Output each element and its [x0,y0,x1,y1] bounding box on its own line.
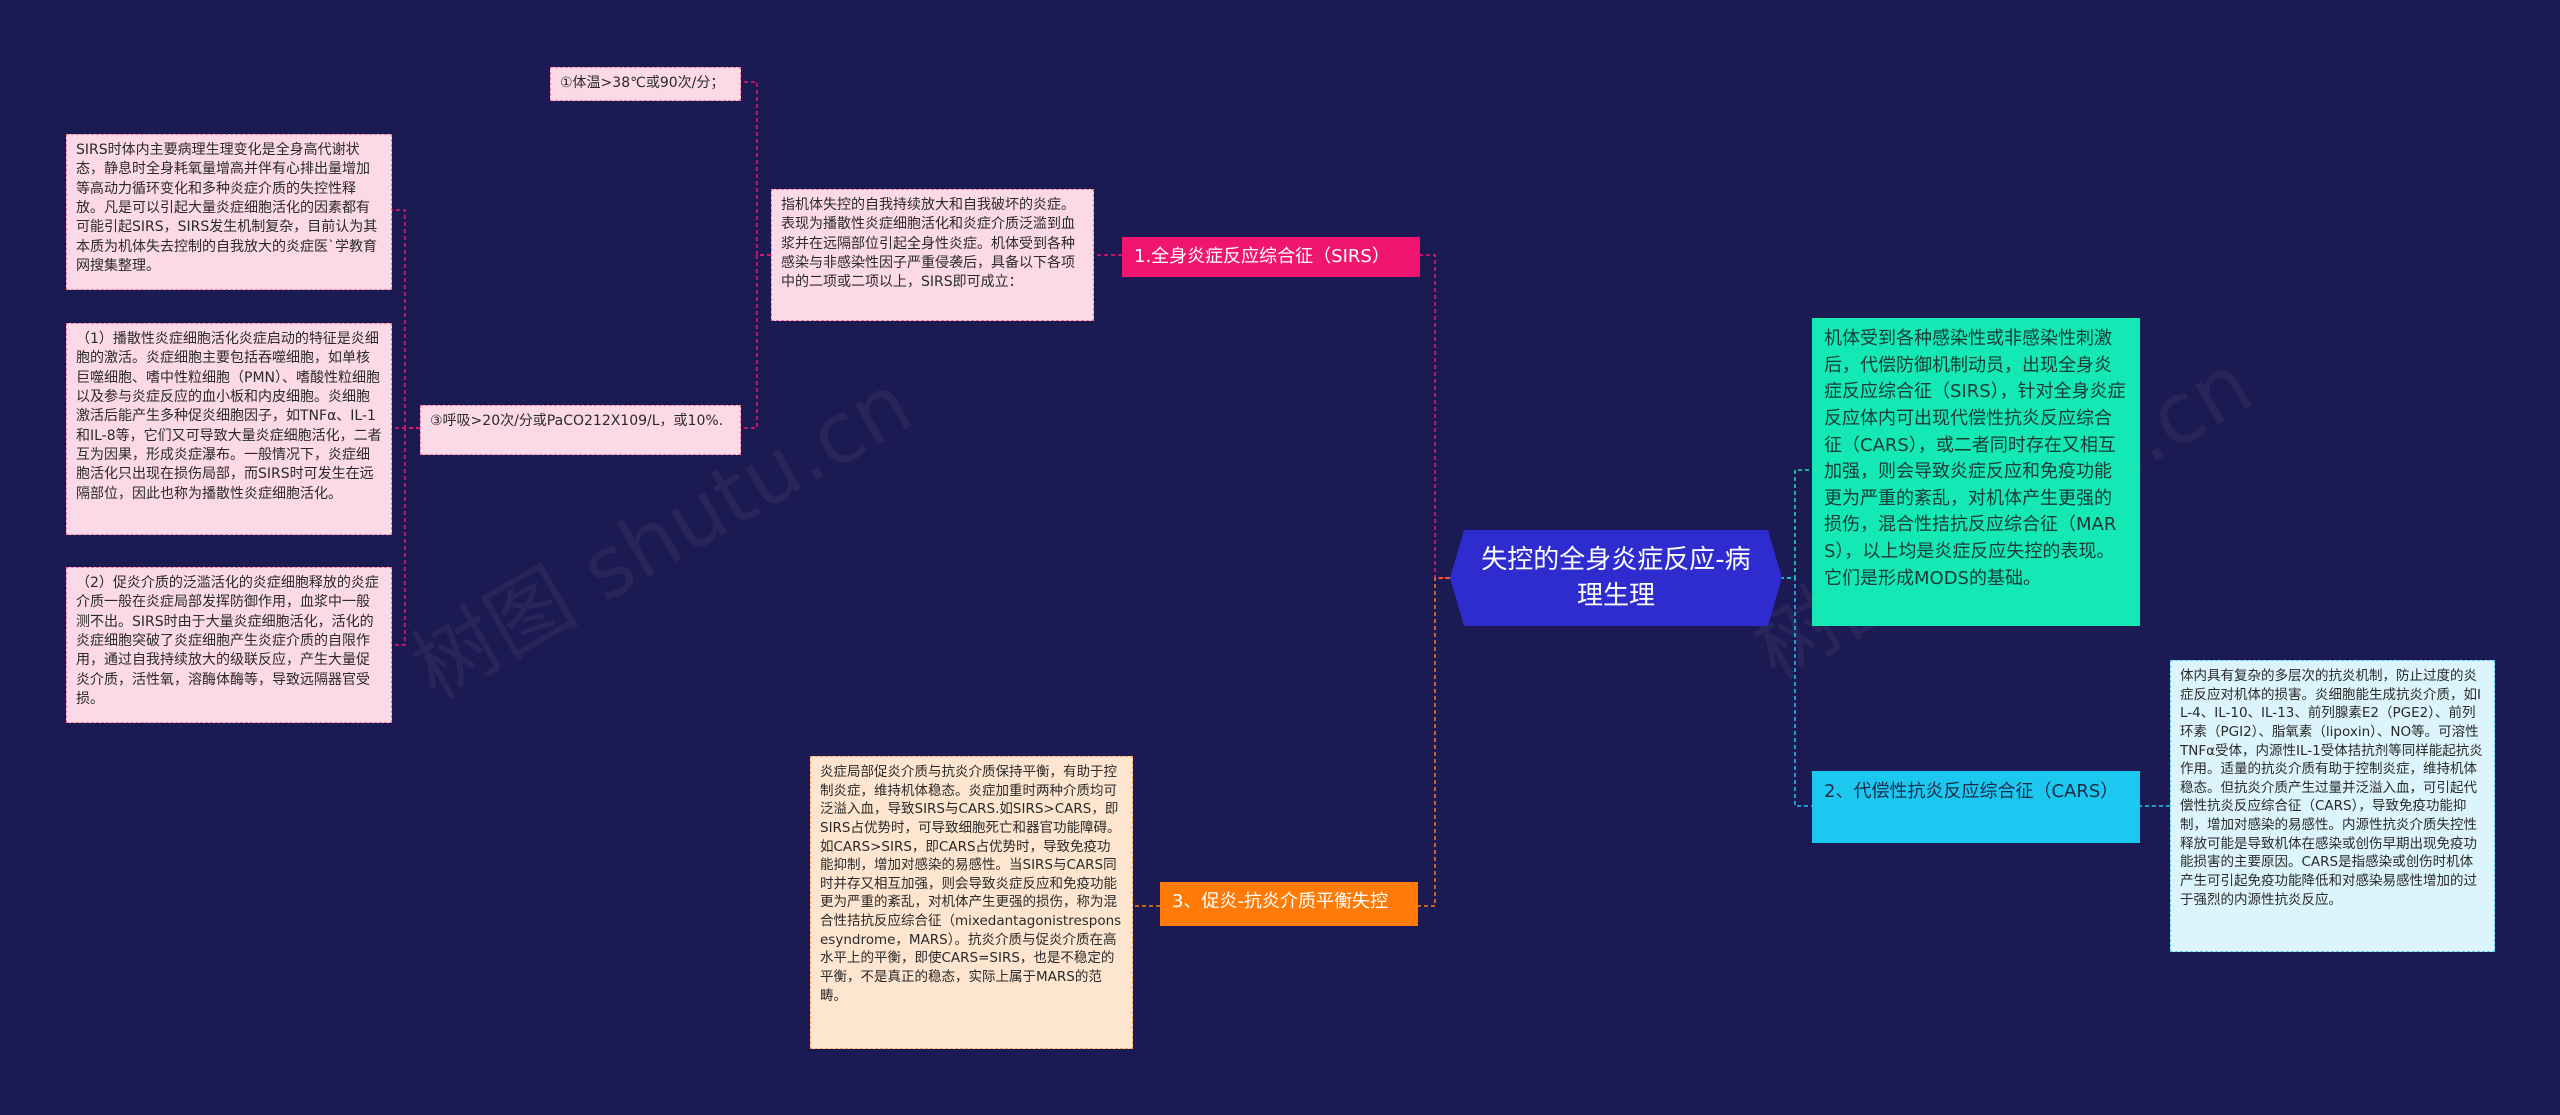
central-topic-label: 失控的全身炎症反应-病理生理 [1481,544,1751,611]
balance-detail-node[interactable]: 炎症局部促炎介质与抗炎介质保持平衡，有助于控制炎症，维持机体稳态。炎症加重时两种… [810,756,1133,1049]
branch-sirs-label: 1.全身炎症反应综合征（SIRS） [1134,246,1390,267]
branch-cars-label: 2、代偿性抗炎反应综合征（CARS） [1824,781,2119,802]
cars-detail-text: 体内具有复杂的多层次的抗炎机制，防止过度的炎症反应对机体的损害。炎细胞能生成抗炎… [2180,668,2483,908]
branch-sirs[interactable]: 1.全身炎症反应综合征（SIRS） [1122,237,1420,277]
cell-activation-node[interactable]: （1）播散性炎症细胞活化炎症启动的特征是炎细胞的激活。炎症细胞主要包括吞噬细胞，… [66,323,392,535]
sirs-definition-text: 指机体失控的自我持续放大和自我破坏的炎症。表现为播散性炎症细胞活化和炎症介质泛滥… [781,197,1075,291]
criterion-respiration-node[interactable]: ③呼吸>20次/分或PaCO212X109/L，或10%. [420,405,741,455]
cell-activation-text: （1）播散性炎症细胞活化炎症启动的特征是炎细胞的激活。炎症细胞主要包括吞噬细胞，… [76,331,382,502]
cars-detail-node[interactable]: 体内具有复杂的多层次的抗炎机制，防止过度的炎症反应对机体的损害。炎细胞能生成抗炎… [2170,660,2495,952]
link-center-sirs-branch [1413,254,1450,579]
link-center-overview [1780,469,1812,579]
criterion-temperature-node[interactable]: ①体温>38℃或90次/分； [550,67,741,101]
branch-balance-label: 3、促炎-抗炎介质平衡失控 [1172,891,1388,912]
mediator-flood-node[interactable]: （2）促炎介质的泛滥活化的炎症细胞释放的炎症介质一般在炎症局部发挥防御作用，血浆… [66,567,392,723]
mediator-flood-text: （2）促炎介质的泛滥活化的炎症细胞释放的炎症介质一般在炎症局部发挥防御作用，血浆… [76,575,379,707]
criterion-temperature-text: ①体温>38℃或90次/分； [560,75,725,91]
branch-cars[interactable]: 2、代偿性抗炎反应综合征（CARS） [1812,771,2140,843]
link-resp-mediator [392,427,420,646]
overview-node[interactable]: 机体受到各种感染性或非感染性刺激后，代偿防御机制动员，出现全身炎症反应综合征（S… [1812,318,2140,626]
sirs-definition-node[interactable]: 指机体失控的自我持续放大和自我破坏的炎症。表现为播散性炎症细胞活化和炎症介质泛滥… [771,189,1094,321]
balance-detail-text: 炎症局部促炎介质与抗炎介质保持平衡，有助于控制炎症，维持机体稳态。炎症加重时两种… [820,764,1122,1004]
central-topic[interactable]: 失控的全身炎症反应-病理生理 [1450,530,1782,626]
link-resp-pathology [392,209,420,429]
overview-text: 机体受到各种感染性或非感染性刺激后，代偿防御机制动员，出现全身炎症反应综合征（S… [1824,328,2126,589]
link-center-cars [1780,577,1812,807]
branch-balance[interactable]: 3、促炎-抗炎介质平衡失控 [1160,882,1418,926]
criterion-respiration-text: ③呼吸>20次/分或PaCO212X109/L，或10%. [430,413,724,429]
pathology-node[interactable]: SIRS时体内主要病理生理变化是全身高代谢状态，静息时全身耗氧量增高并伴有心排出… [66,134,392,290]
link-def-temp [741,81,771,256]
pathology-text: SIRS时体内主要病理生理变化是全身高代谢状态，静息时全身耗氧量增高并伴有心排出… [76,142,378,274]
link-center-balance [1413,577,1450,907]
link-def-resp [741,254,771,429]
